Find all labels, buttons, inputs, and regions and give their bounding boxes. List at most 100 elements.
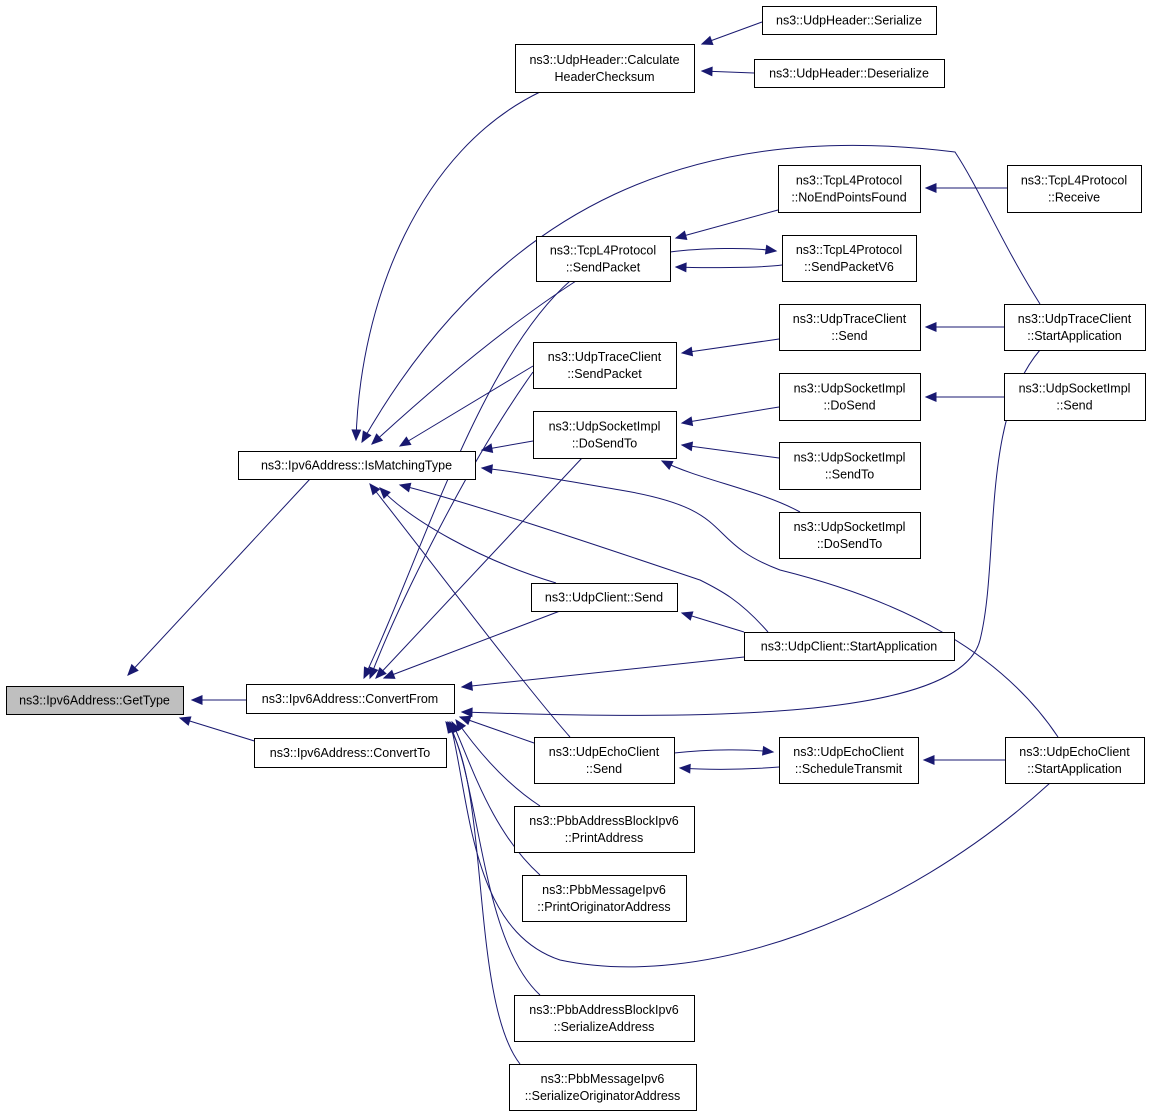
edge-ismatching-to-gettype (127, 478, 311, 676)
node-uec-start[interactable]: ns3::UdpEchoClient::StartApplication (1005, 737, 1145, 784)
arrowhead (190, 695, 203, 705)
arrowhead (924, 183, 937, 193)
node-label: ::Send (831, 329, 867, 343)
edge-line (461, 656, 745, 688)
node-label: ::SendPacket (566, 261, 641, 275)
edge-utc_start-to-convertfrom (460, 349, 1041, 718)
node-pbb-serorig[interactable]: ns3::PbbMessageIpv6::SerializeOriginator… (509, 1064, 697, 1111)
node-usi-dosendto[interactable]: ns3::UdpSocketImpl::DoSendTo (533, 411, 677, 459)
node-pbb-seraddr[interactable]: ns3::PbbAddressBlockIpv6::SerializeAddre… (514, 995, 695, 1042)
node-pbb-printorig[interactable]: ns3::PbbMessageIpv6::PrintOriginatorAddr… (522, 875, 687, 922)
arrowhead (660, 460, 674, 471)
arrowhead (680, 611, 694, 621)
arrowhead (445, 720, 457, 734)
arrowhead (680, 441, 694, 452)
edge-pbb_seraddr-to-convertfrom (447, 720, 541, 996)
node-label: ::SerializeAddress (554, 1020, 655, 1034)
edge-tcp_sendpacketv6-to-tcp_sendpacket (674, 262, 783, 273)
node-label: ::StartApplication (1027, 329, 1122, 343)
edge-line (369, 483, 571, 738)
node-pbb-printaddr[interactable]: ns3::PbbAddressBlockIpv6::PrintAddress (514, 806, 695, 853)
node-tcp-sendpacket[interactable]: ns3::TcpL4Protocol::SendPacket (536, 236, 671, 282)
edge-line (661, 460, 801, 513)
node-gettype[interactable]: ns3::Ipv6Address::GetType (6, 686, 184, 715)
node-utc-sendpacket[interactable]: ns3::UdpTraceClient::SendPacket (533, 342, 677, 389)
edge-pbb_printaddr-to-convertfrom (455, 718, 541, 807)
edges-layer (127, 21, 1059, 1065)
node-usi-dosend[interactable]: ns3::UdpSocketImpl::DoSend (779, 373, 921, 421)
node-label: ns3::UdpEchoClient (793, 745, 904, 759)
node-utc-start[interactable]: ns3::UdpTraceClient::StartApplication (1004, 304, 1146, 351)
node-box (779, 373, 921, 421)
node-label: ns3::UdpHeader::Deserialize (769, 67, 929, 81)
node-usi-dosendto2[interactable]: ns3::UdpSocketImpl::DoSendTo (779, 512, 921, 559)
node-convertfrom[interactable]: ns3::Ipv6Address::ConvertFrom (246, 684, 455, 714)
node-usi-sendto[interactable]: ns3::UdpSocketImpl::SendTo (779, 442, 921, 490)
arrowhead (458, 715, 472, 726)
node-usi-send[interactable]: ns3::UdpSocketImpl::Send (1004, 373, 1146, 421)
node-label: ns3::Ipv6Address::ConvertTo (270, 746, 431, 760)
edge-line (681, 338, 780, 354)
node-label: ns3::TcpL4Protocol (1021, 174, 1127, 188)
edge-utc_send-to-utc_sendpacket (680, 338, 780, 357)
node-label: ::NoEndPointsFound (791, 191, 906, 205)
edge-uc_start-to-uc_send (680, 611, 745, 633)
arrowhead (369, 482, 381, 496)
arrowhead (369, 666, 379, 680)
node-label: ns3::PbbAddressBlockIpv6 (529, 1003, 678, 1017)
node-uc-start[interactable]: ns3::UdpClient::StartApplication (744, 632, 955, 661)
node-convertto[interactable]: ns3::Ipv6Address::ConvertTo (254, 738, 447, 768)
arrowhead (674, 262, 687, 273)
arrowhead (127, 663, 139, 676)
node-label: ns3::UdpHeader::Calculate (529, 53, 679, 67)
arrowhead (178, 716, 192, 726)
node-box (254, 738, 447, 768)
node-box (1007, 165, 1142, 213)
node-tcp-noend[interactable]: ns3::TcpL4Protocol::NoEndPointsFound (778, 165, 921, 213)
node-tcp-receive[interactable]: ns3::TcpL4Protocol::Receive (1007, 165, 1142, 213)
arrowhead (361, 430, 372, 444)
edge-uc_start-to-convertfrom (460, 656, 745, 691)
node-box (1004, 304, 1146, 351)
node-uec-send[interactable]: ns3::UdpEchoClient::Send (534, 737, 675, 784)
arrowhead (460, 680, 473, 691)
edge-line (361, 144, 1041, 443)
node-uc-send[interactable]: ns3::UdpClient::Send (531, 583, 678, 612)
edge-uc_start-to-ismatching (398, 482, 769, 633)
edge-usi_dosendto2-to-usi_dosendto (660, 460, 801, 513)
arrowhead (680, 416, 694, 427)
edge-line (445, 721, 521, 1065)
edge-line (355, 91, 541, 441)
node-box (762, 6, 937, 35)
edge-line (481, 467, 1059, 738)
node-label: HeaderChecksum (554, 70, 654, 84)
node-udphdr-deser[interactable]: ns3::UdpHeader::Deserialize (754, 59, 945, 88)
edge-line (399, 365, 534, 447)
node-box (536, 236, 671, 282)
arrowhead (398, 482, 412, 493)
arrowhead (922, 755, 935, 765)
edge-utc_sendpacket-to-ismatching (398, 365, 534, 447)
edge-udphdr_ser-to-udphdr_calc (700, 21, 763, 46)
node-box (533, 411, 677, 459)
node-box (515, 44, 695, 93)
node-box (1005, 737, 1145, 784)
node-tcp-sendpacketv6[interactable]: ns3::TcpL4Protocol::SendPacketV6 (782, 235, 917, 282)
arrowhead (480, 443, 494, 454)
edge-tcp_receive-to-tcp_noend (924, 183, 1007, 193)
edge-tcp_sendpacket-to-tcp_sendpacketv6 (669, 244, 778, 255)
node-label: ::DoSendTo (572, 437, 637, 451)
node-label: ::DoSendTo (817, 537, 882, 551)
node-ismatching[interactable]: ns3::Ipv6Address::IsMatchingType (238, 451, 476, 480)
edge-line (455, 719, 541, 807)
node-label: ns3::Ipv6Address::GetType (19, 694, 170, 708)
node-udphdr-ser[interactable]: ns3::UdpHeader::Serialize (762, 6, 937, 35)
arrowhead (764, 244, 778, 255)
node-utc-send[interactable]: ns3::UdpTraceClient::Send (779, 304, 921, 351)
edge-uec_send-to-uec_sched (673, 745, 775, 756)
node-box (782, 235, 917, 282)
node-uec-sched[interactable]: ns3::UdpEchoClient::ScheduleTransmit (779, 737, 919, 784)
edge-line (461, 349, 1041, 716)
